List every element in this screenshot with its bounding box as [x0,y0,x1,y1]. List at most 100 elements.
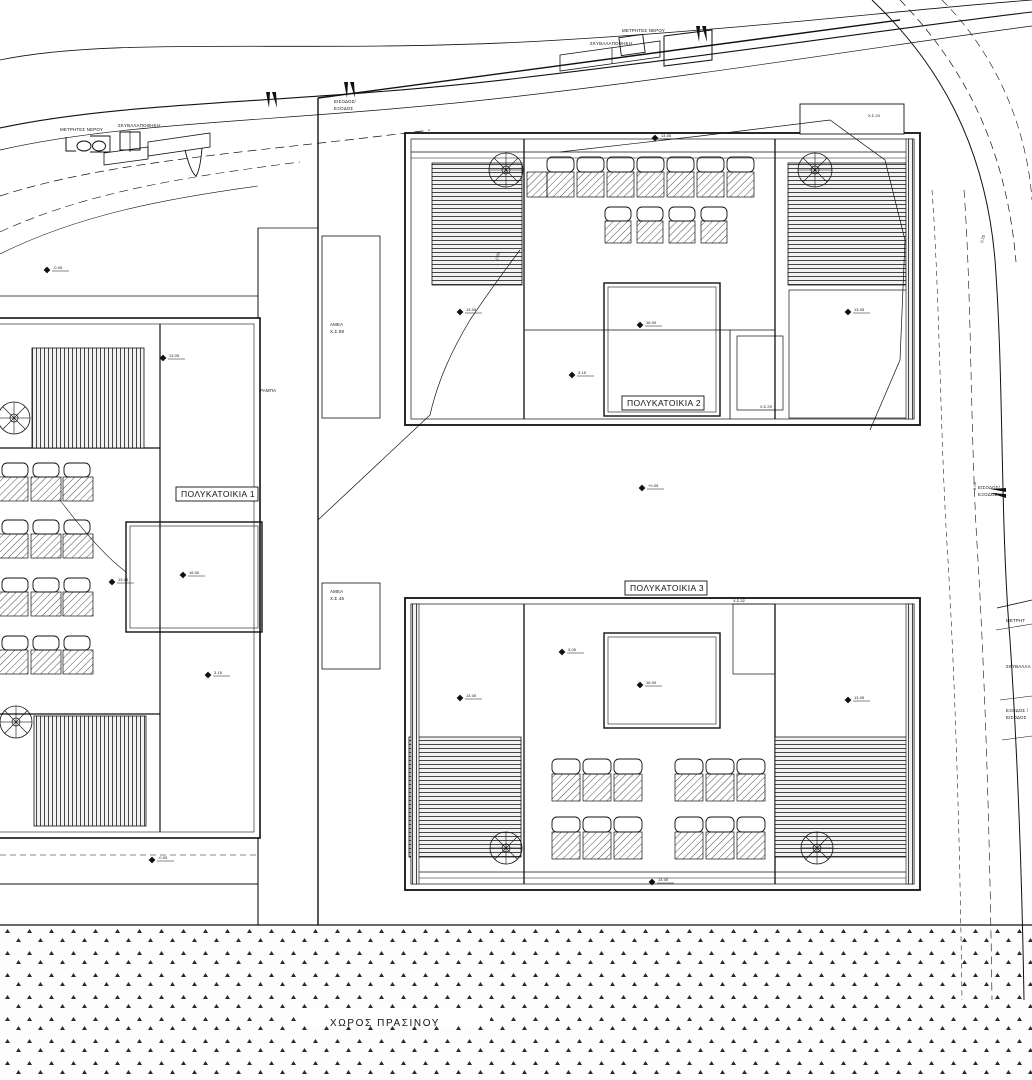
elevation-diamond-icon [648,878,656,886]
elevation-value: 13.05 [661,133,671,138]
spiral-staircase-icon-b2-right [797,152,833,188]
plot-code-label: Χ.Σ.32 [733,598,746,603]
elevation-marker: 13.05 [159,353,185,362]
left-site-edges [0,227,318,925]
elevation-value: 13.05 [169,353,179,358]
elevation-marker: 13.05 [108,577,134,586]
elevation-marker: -0.05 [43,265,69,274]
building-2: ΠΟΛΥΚΑΤΟΙΚΙΑ 2 [404,103,921,426]
elevation-value: 3.05 [568,647,576,652]
elevation-value: 16.00 [189,570,200,575]
rotated-elevation-label: 0.00 [972,481,977,490]
north-arrow-icon-right [990,488,1006,498]
elevation-marker: 13.05 [651,133,677,142]
elevation-diamond-icon [568,371,576,379]
elevation-value: -0.05 [158,855,167,860]
elevation-diamond-icon [638,484,646,492]
elevation-diamond-icon [43,266,51,274]
elevation-value: 3.15 [214,670,222,675]
spiral-staircase-icon-b1-bottom [0,705,33,739]
green-space-zone: ΧΩΡΟΣ ΠΡΑΣΙΝΟΥ [0,924,1032,1080]
entry-exit-right-label-1: ΕΙΣΟΔΟΣ/ [978,485,1001,490]
elevation-diamond-icon [844,308,852,316]
waste-store-top-label: ΣΚΥΒΑΛΑΠΟΘΗΚΗ [590,41,632,46]
building-1: ΠΟΛΥΚΑΤΟΙΚΙΑ 1 [0,317,263,839]
central-spine: ΡΑΜΠΑ ΑΜΕΑ Χ.Σ.98 ΑΜΕΑ Χ.Σ.45 [260,235,381,670]
elevation-marker: 13.05 [844,695,870,704]
entry-exit-bottomright-label-2: ΕΙΣΟΔΟΣ [1006,715,1027,720]
green-space-label: ΧΩΡΟΣ ΠΡΑΣΙΝΟΥ [330,1018,440,1029]
north-arrow-icon-top [696,26,707,42]
building-3: ΠΟΛΥΚΑΤΟΙΚΙΑ 3 [404,580,921,891]
rotated-elevation-label: 0.00 [494,251,501,261]
plot-code-label: Χ.Σ.24 [868,113,881,118]
parking-grid-b3 [551,758,766,860]
waste-store-left-label: ΣΚΥΒΑΛΑΠΟΘΗΚΗ [118,123,160,128]
building-3-label: ΠΟΛΥΚΑΤΟΙΚΙΑ 3 [630,583,704,593]
building-2-label: ΠΟΛΥΚΑΤΟΙΚΙΑ 2 [627,398,701,408]
elevation-diamond-icon [844,696,852,704]
elevation-marker: 16.00 [636,320,662,329]
elevation-value: 3.15 [578,370,586,375]
elevation-marker: +0.05 [638,483,664,492]
elevation-value: 13.05 [658,877,668,882]
spiral-staircase-icon-b2-left [488,152,524,188]
north-arrow-icon-left [266,92,277,108]
spine-block-upper [321,235,381,419]
ramp-label: ΡΑΜΠΑ [260,388,276,393]
elevation-value: -0.05 [53,265,62,270]
elevation-diamond-icon [204,671,212,679]
water-meters-left-label: ΜΕΤΡΗΤΕΣ ΝΕΡΟΥ [60,127,103,132]
entry-exit-bottomright-label-1: ΕΞΟΔΟΣ / [1006,708,1029,713]
rotated-labels-layer: 0.00 0.25 0.00 [494,234,986,490]
road-network-right [871,0,1032,1001]
elevation-marker: 13.05 [456,307,482,316]
accessible-2-line1: ΑΜΕΑ [330,589,343,594]
elevation-marker: 16.00 [636,680,662,689]
elevation-value: 16.00 [646,680,657,685]
rotated-elevation-label: 0.25 [979,234,986,243]
elevation-marker: 3.05 [558,647,584,656]
spiral-staircase-icon-b1-top [0,401,31,435]
elevation-value: 13.05 [854,307,864,312]
elevation-value: +0.05 [648,483,658,488]
parking-stack-b1 [0,462,94,675]
accessible-1-line2: Χ.Σ.98 [330,329,345,334]
accessible-2-line2: Χ.Σ.45 [330,596,345,601]
elevation-diamond-icon [558,648,566,656]
elevation-marker: 3.15 [204,670,230,679]
elevation-diamond-icon [456,694,464,702]
elevation-value: 16.00 [646,320,657,325]
parking-row-b2-second [604,206,728,244]
water-meters-top-label: ΜΕΤΡΗΤΕΣ ΝΕΡΟΥ [622,28,665,33]
elevation-value: 13.05 [466,693,476,698]
elevation-marker: 3.15 [568,370,594,379]
spine-block-lower [321,582,381,670]
accessible-1-line1: ΑΜΕΑ [330,322,343,327]
elevation-marker: 16.00 [179,570,205,579]
elevation-diamond-icon [651,134,659,142]
road-network-top-left [0,0,1032,255]
elevation-marker: 13.05 [844,307,870,316]
leader-line-b2 [317,119,906,521]
elevation-diamond-icon [456,308,464,316]
water-meters-right-label: ΜΕΤΡΗΤ [1006,618,1025,623]
elevation-diamond-icon [108,578,116,586]
spiral-staircase-icon-b3-left [489,831,523,865]
parking-row-b2-top [526,156,755,198]
elevation-diamond-icon [159,354,167,362]
elevation-diamond-icon [148,856,156,864]
entry-exit-right-label-2: ΕΞΟΔΟΣ [978,492,997,497]
elevation-markers-layer: 13.05 13.05 16.00 3.15 13.05 +0.05 13.05 16.00 3… [43,133,870,886]
entry-exit-top-label-1: ΕΙΣΟΔΟΣ/ [334,99,357,104]
elevation-value: 13.05 [466,307,476,312]
elevation-marker: 13.05 [648,877,674,886]
waste-store-right-label: ΣΚΥΒΑΛΛΑ [1006,664,1031,669]
top-left-utilities: ΜΕΤΡΗΤΕΣ ΝΕΡΟΥ ΣΚΥΒΑΛΑΠΟΘΗΚΗ [60,123,211,177]
spiral-staircase-icon-b3-right [800,831,834,865]
elevation-marker: -0.05 [148,855,174,864]
elevation-marker: 13.05 [456,693,482,702]
